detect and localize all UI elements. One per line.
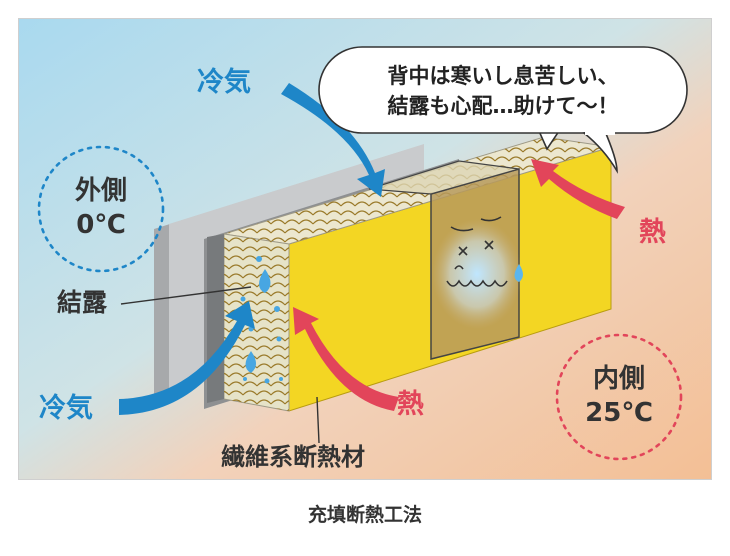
condensation-leader-line <box>120 286 252 305</box>
speech-bubble <box>318 46 688 174</box>
condensation-droplets <box>240 256 283 384</box>
heat-label-bottom: 熱 <box>397 389 424 420</box>
heat-label-right: 熱 <box>639 217 666 248</box>
cold-air-label-top: 冷気 <box>197 66 251 98</box>
insulation-diagram: 背中は寒いし息苦しい、 結露も心配…助けて～！ 外側 0℃ 内側 25℃ 冷気 … <box>18 18 712 480</box>
sweat-drop-icon <box>514 264 523 282</box>
outside-temp: 0℃ <box>76 210 126 240</box>
speech-line-2: 結露も心配…助けて～！ <box>388 94 619 118</box>
insulation-label: 繊維系断熱材 <box>221 443 365 471</box>
cold-air-label-bottom: 冷気 <box>39 392 93 424</box>
cold-air-arrows <box>119 83 385 415</box>
outside-temp-circle <box>37 145 165 273</box>
inside-label: 内側 <box>593 364 645 394</box>
outside-label: 外側 <box>75 176 127 206</box>
speech-line-1: 背中は寒いし息苦しい、 <box>388 64 619 88</box>
sad-face-icon <box>446 216 508 287</box>
figure-caption: 充填断熱工法 <box>307 504 422 526</box>
insulation-leader-line <box>316 396 320 444</box>
condensation-label: 結露 <box>57 288 108 317</box>
inside-temp-circle <box>555 333 683 461</box>
heat-arrows <box>293 159 625 411</box>
inside-temp: 25℃ <box>585 398 653 428</box>
insulation-block <box>207 136 612 412</box>
